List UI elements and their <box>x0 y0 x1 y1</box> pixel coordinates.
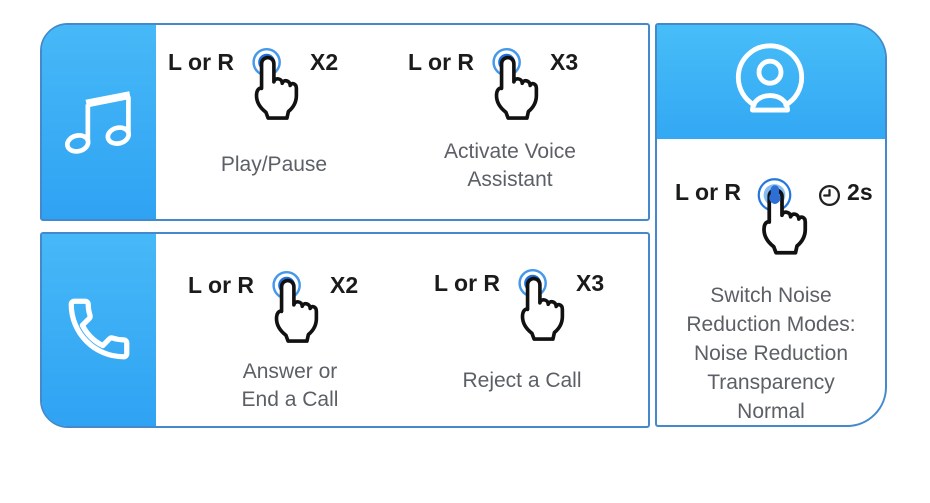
action-caption: Reject a Call <box>402 367 642 395</box>
hold-duration-label: 2s <box>847 179 873 205</box>
tap-count-label: X3 <box>550 49 579 75</box>
action-line: Activate Voice <box>444 140 576 163</box>
action-line: Answer or <box>242 360 338 383</box>
gesture-press-hold: L or R 2s <box>675 177 873 207</box>
action-caption: Answer or End a Call <box>170 358 410 414</box>
action-line: Reduction Modes: <box>686 313 856 336</box>
gesture-double-tap-music: L or R X2 <box>168 47 338 77</box>
music-controls-panel: L or R X2 Play/Pause L or R X3 Activate … <box>40 23 650 221</box>
action-line: Reject a Call <box>462 369 582 392</box>
gesture-triple-tap-music: L or R X3 <box>408 47 578 77</box>
action-line: Normal <box>737 400 805 423</box>
triple-tap-hand-icon <box>482 47 540 77</box>
triple-tap-hand-icon <box>508 268 566 298</box>
tap-count-label: X2 <box>310 49 339 75</box>
person-icon <box>726 37 814 125</box>
call-controls-panel: L or R X2 Answer or End a Call L or R X3… <box>40 232 650 428</box>
action-caption: Play/Pause <box>154 151 394 179</box>
noise-mode-panel: L or R 2s Switch Noise Reduction Modes: … <box>655 23 887 427</box>
gesture-triple-tap-call: L or R X3 <box>434 268 604 298</box>
press-hold-hand-icon <box>749 177 809 207</box>
phone-icon <box>62 292 136 366</box>
action-line: Switch Noise <box>710 284 832 307</box>
noise-panel-header <box>657 25 885 139</box>
earbud-side-label: L or R <box>675 179 742 205</box>
earbud-side-label: L or R <box>168 49 235 75</box>
tap-count-label: X3 <box>576 270 605 296</box>
double-tap-hand-icon <box>262 270 320 300</box>
action-caption: Activate Voice Assistant <box>390 138 630 194</box>
earbud-side-label: L or R <box>434 270 501 296</box>
action-line: Assistant <box>467 168 553 191</box>
tap-count-label: X2 <box>330 272 359 298</box>
action-line: Play/Pause <box>220 153 328 176</box>
clock-icon <box>817 180 842 205</box>
action-line: Noise Reduction <box>693 342 849 365</box>
earbud-side-label: L or R <box>188 272 255 298</box>
action-line: End a Call <box>241 388 339 411</box>
call-panel-side <box>42 234 156 426</box>
music-notes-icon <box>59 81 137 159</box>
earbud-side-label: L or R <box>408 49 475 75</box>
gesture-double-tap-call: L or R X2 <box>188 270 358 300</box>
music-panel-side <box>42 25 156 219</box>
action-caption: Switch Noise Reduction Modes: Noise Redu… <box>651 281 891 426</box>
double-tap-hand-icon <box>242 47 300 77</box>
action-line: Transparency <box>707 371 835 394</box>
